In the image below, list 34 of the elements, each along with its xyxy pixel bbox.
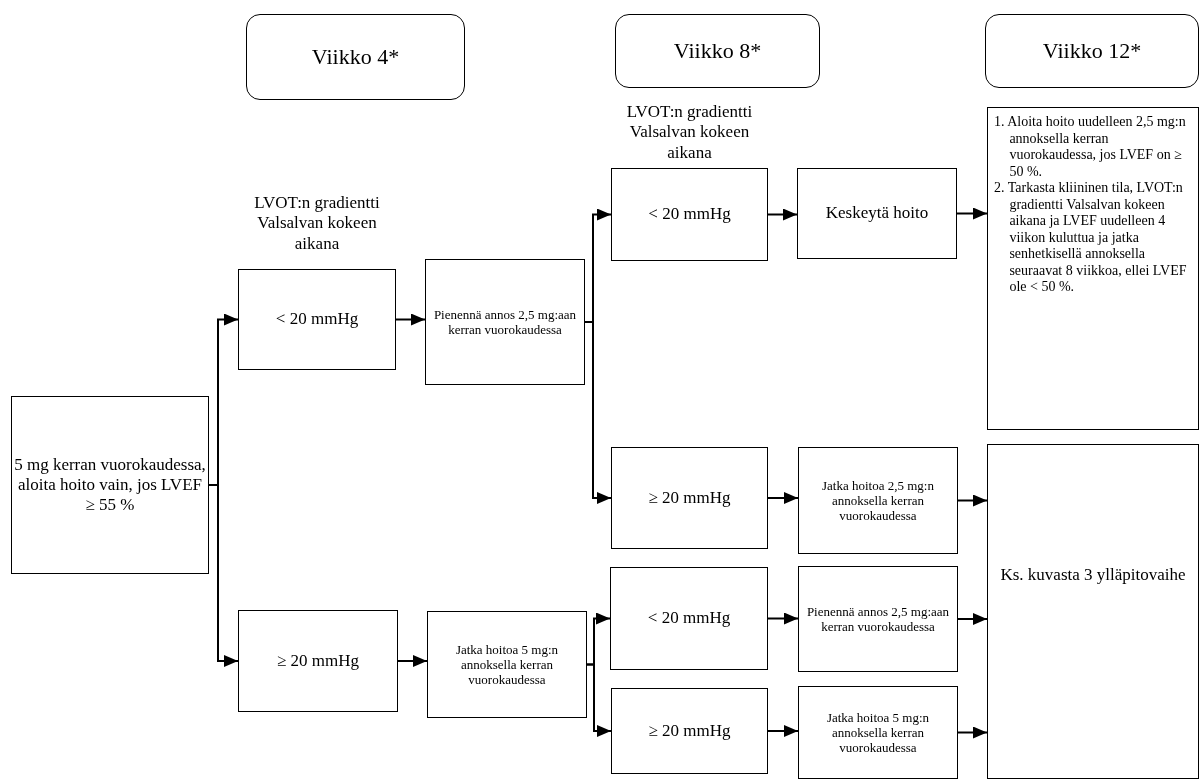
arrow bbox=[586, 663, 612, 737]
condition-caption: LVOT:n gradientti Valsalvan kokeen aikana bbox=[253, 193, 381, 255]
arrow bbox=[397, 655, 428, 667]
process-box: < 20 mmHg bbox=[610, 567, 768, 670]
week-header: Viikko 4* bbox=[246, 14, 465, 100]
arrow bbox=[957, 726, 988, 739]
process-box: < 20 mmHg bbox=[238, 269, 396, 370]
arrow bbox=[767, 612, 799, 625]
arrow bbox=[956, 207, 988, 220]
arrow bbox=[767, 208, 798, 221]
arrow bbox=[208, 484, 239, 667]
arrow bbox=[395, 313, 426, 326]
process-box: Pienennä annos 2,5 mg:aan kerran vuorokaudessa bbox=[798, 566, 958, 672]
process-box: Keskeytä hoito bbox=[797, 168, 957, 259]
process-box: Jatka hoitoa 5 mg:n annoksella kerran vuorokaudessa bbox=[798, 686, 958, 779]
list-item: 1. Aloita hoito uudelleen 2,5 mg:n annoksella kerran vuorokaudessa, jos LVEF on ≥ 50 %. bbox=[994, 114, 1187, 181]
arrow bbox=[957, 494, 988, 507]
instruction-box bbox=[987, 107, 1199, 430]
process-box: ≥ 20 mmHg bbox=[238, 610, 398, 712]
arrow bbox=[767, 725, 799, 737]
process-box: Ks. kuvasta 3 ylläpitovaihe bbox=[987, 444, 1199, 779]
process-box: Pienennä annos 2,5 mg:aan kerran vuorokaudessa bbox=[425, 259, 585, 385]
list-item: 2. Tarkasta kliininen tila, LVOT:n gradientti Valsalvan kokeen aikana ja LVEF uudelleen 4 viikon kuluttua ja jatka senhetkisellä annoksella seuraavat 8 viikkoa, ellei LVEF ole < 50 %. bbox=[994, 180, 1188, 296]
process-box: 5 mg kerran vuorokaudessa, aloita hoito vain, jos LVEF ≥ 55 % bbox=[11, 396, 209, 574]
week-header: Viikko 8* bbox=[615, 14, 820, 88]
arrow bbox=[767, 492, 799, 504]
process-box: < 20 mmHg bbox=[611, 168, 768, 261]
process-box: ≥ 20 mmHg bbox=[611, 688, 768, 774]
arrow bbox=[957, 613, 988, 625]
process-box: ≥ 20 mmHg bbox=[611, 447, 768, 549]
process-box: Jatka hoitoa 2,5 mg:n annoksella kerran vuorokaudessa bbox=[798, 447, 958, 554]
process-box: Jatka hoitoa 5 mg:n annoksella kerran vuorokaudessa bbox=[427, 611, 587, 718]
week-header: Viikko 12* bbox=[985, 14, 1199, 88]
condition-caption: LVOT:n gradientti Valsalvan kokeen aikana bbox=[625, 102, 754, 164]
